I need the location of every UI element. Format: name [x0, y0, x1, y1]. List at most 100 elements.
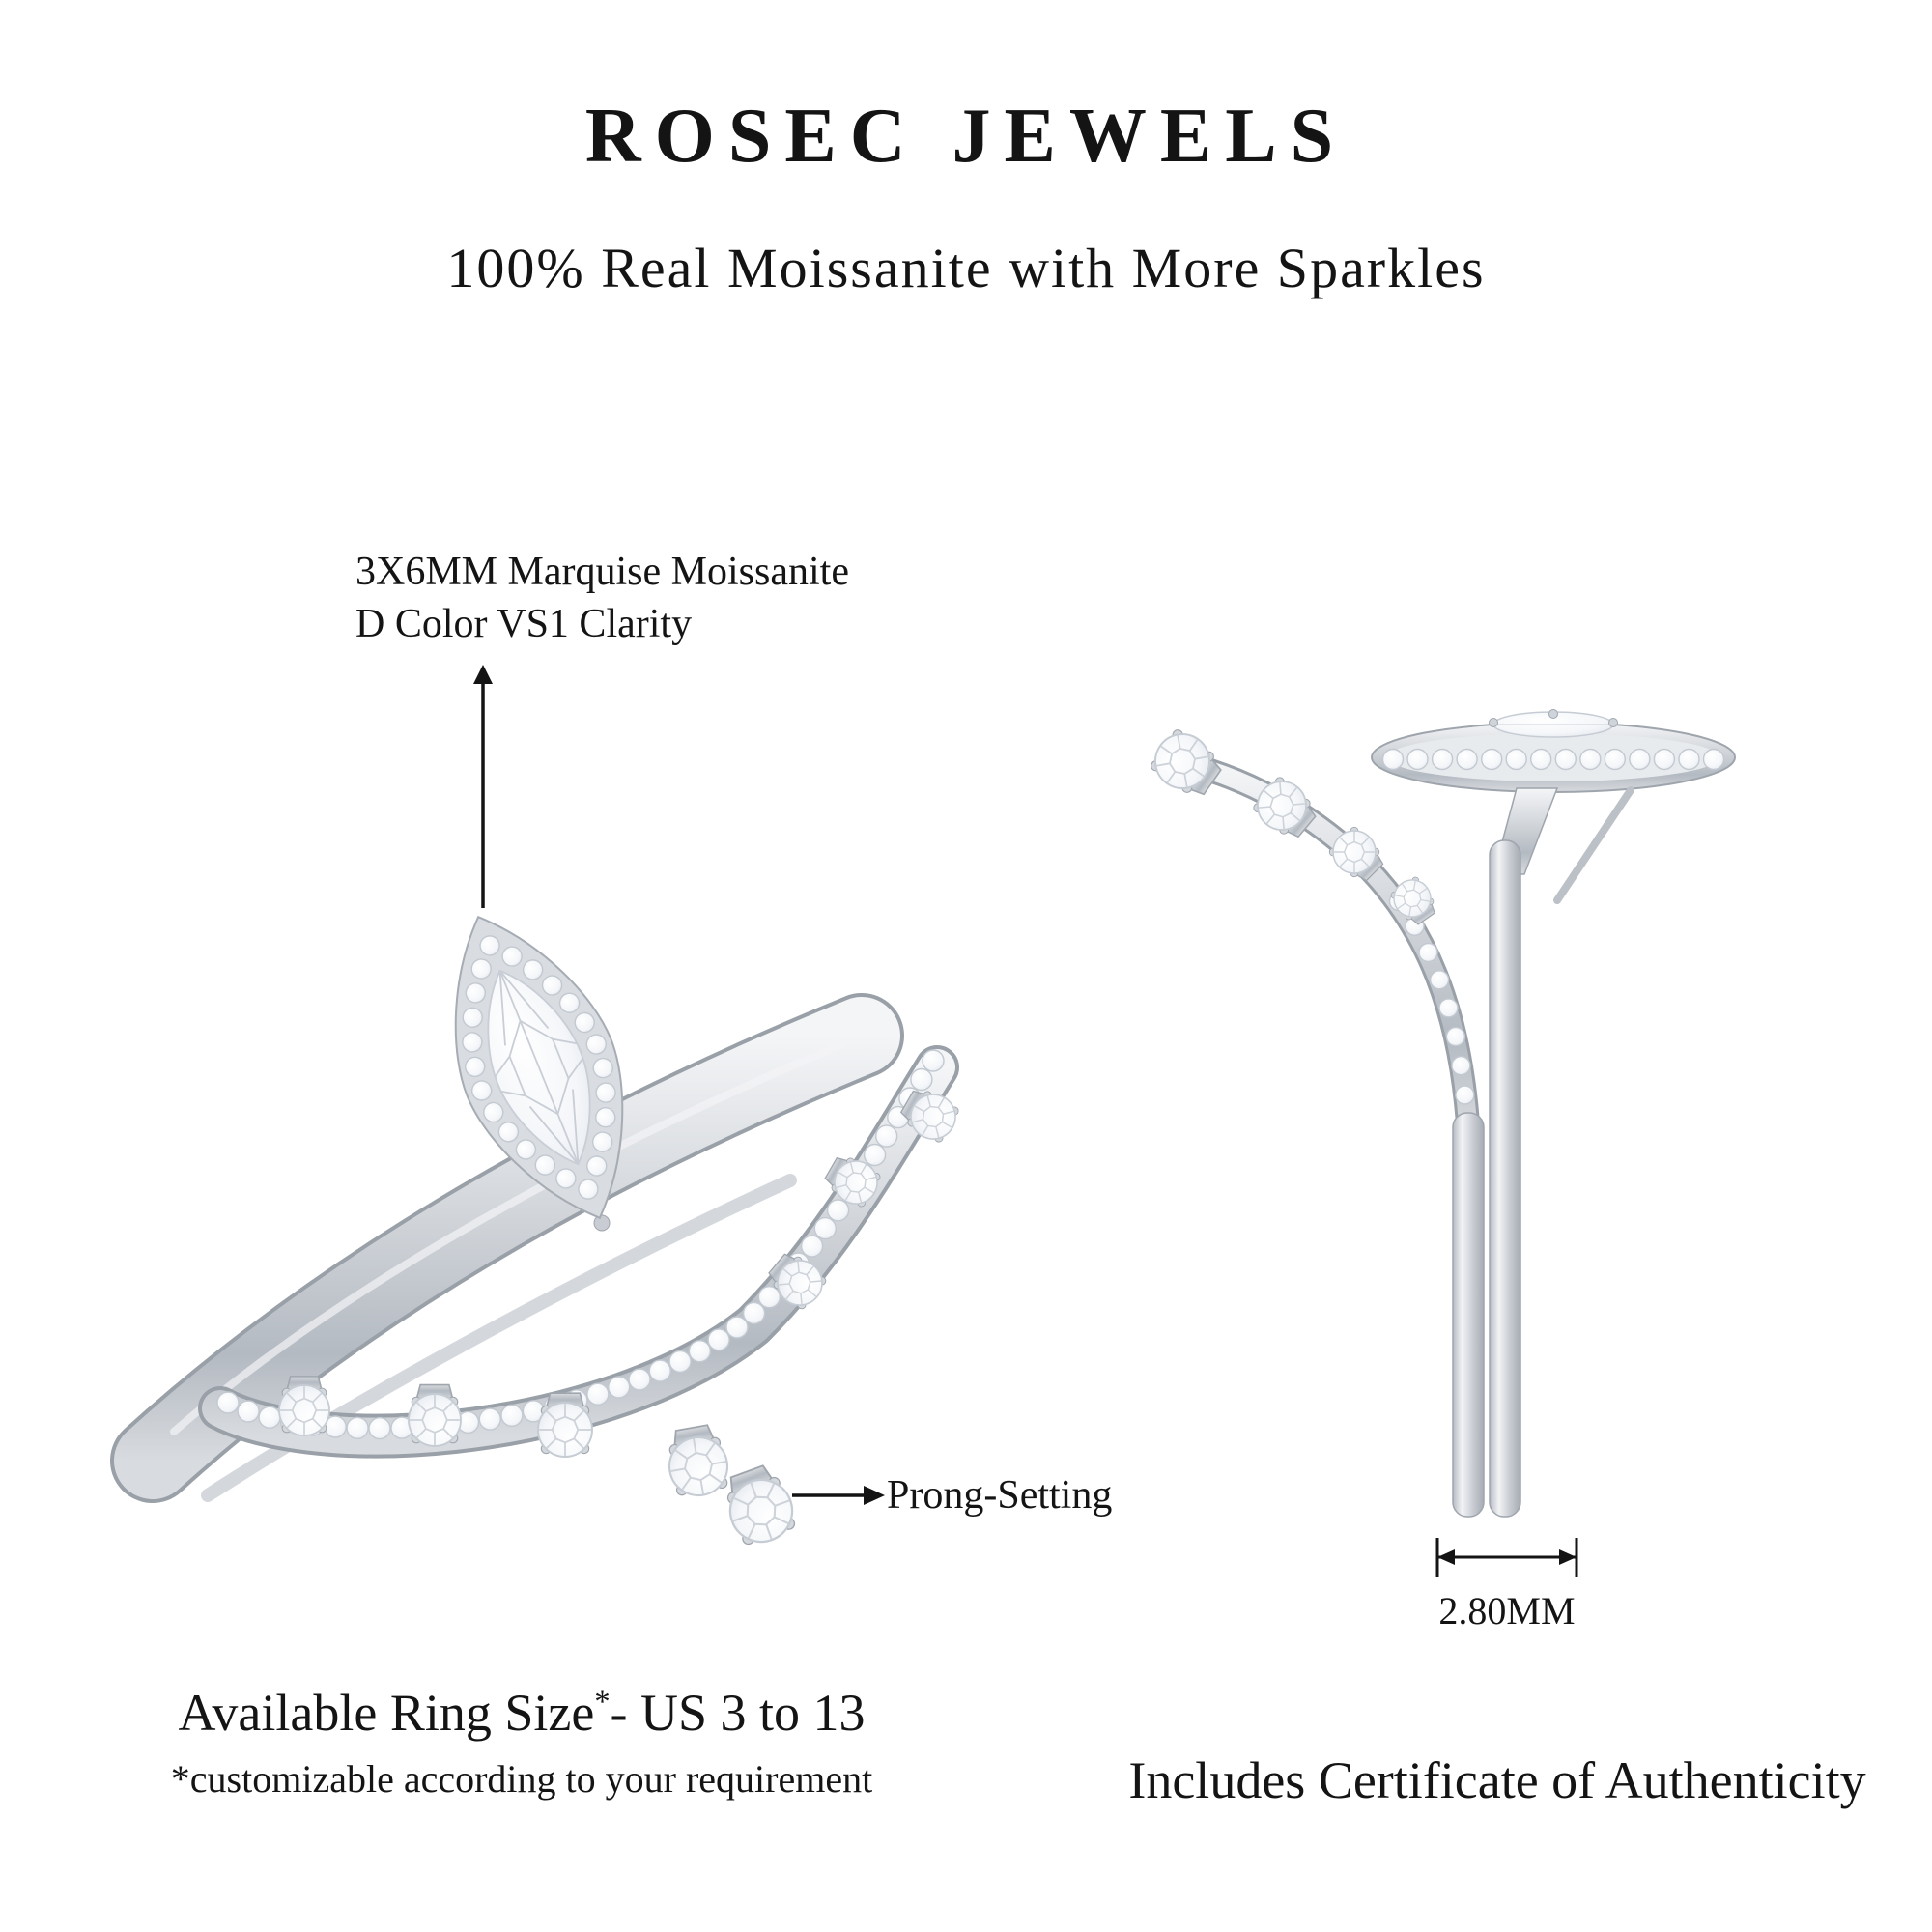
- stone-annotation-line1: 3X6MM Marquise Moissanite: [355, 550, 849, 594]
- pave-stone: [1438, 998, 1459, 1018]
- ring-size-range: - US 3 to 13: [610, 1684, 866, 1742]
- pave-stone: [483, 1101, 504, 1123]
- stone-annotation: 3X6MM Marquise Moissanite D Color VS1 Cl…: [355, 547, 849, 651]
- pave-stone: [800, 1235, 824, 1258]
- pave-stone: [1629, 748, 1651, 771]
- pave-stone: [462, 1032, 483, 1053]
- pave-stone: [515, 1139, 537, 1160]
- ring-size-text: Available Ring Size*- US 3 to 13: [58, 1683, 985, 1743]
- pave-stone: [465, 982, 487, 1004]
- pave-stone: [462, 1007, 483, 1028]
- prong-setting-label: Prong-Setting: [887, 1473, 1113, 1518]
- ring-size-asterisk: *: [594, 1685, 611, 1719]
- pave-stone: [595, 1082, 616, 1103]
- pave-stone: [826, 1199, 850, 1222]
- pave-stone: [1381, 748, 1405, 771]
- pave-stone: [922, 1049, 945, 1072]
- pave-stone: [216, 1391, 240, 1414]
- pave-stone: [1604, 748, 1626, 771]
- pave-stone: [1579, 748, 1602, 771]
- pave-stone: [585, 1034, 608, 1055]
- pave-stones: [462, 935, 616, 1200]
- crown-band: [1144, 723, 1481, 1143]
- pave-stone: [648, 1359, 671, 1382]
- pave-stone: [1418, 942, 1438, 963]
- ring-front-view-illustration: [110, 915, 965, 1552]
- pave-stone: [668, 1350, 692, 1374]
- customizable-note: *customizable according to your requirem…: [170, 1757, 873, 1801]
- pave-stone: [1451, 1056, 1471, 1076]
- right-arrowhead-icon: [1559, 1549, 1577, 1565]
- pave-stone: [541, 975, 563, 996]
- ring-shank-back: [1489, 839, 1521, 1518]
- pave-stone: [688, 1340, 712, 1363]
- pave-stone: [757, 1286, 781, 1309]
- pave-stone: [592, 1057, 613, 1079]
- left-arrowhead-icon: [1437, 1549, 1455, 1565]
- ring-side-view-illustration: [1144, 709, 1736, 1518]
- pave-stone: [368, 1416, 391, 1440]
- pave-stone: [500, 1404, 524, 1427]
- pave-stones: [216, 1049, 945, 1440]
- pave-stone: [258, 1406, 281, 1429]
- ring-shank-front: [1452, 1112, 1485, 1518]
- pave-stone: [522, 959, 544, 980]
- pave-stone: [470, 1080, 493, 1101]
- pave-stone: [1431, 748, 1454, 771]
- pave-stone: [470, 958, 492, 980]
- marquise-halo: [454, 915, 624, 1220]
- pave-stone: [465, 1056, 486, 1078]
- pave-stone: [1456, 748, 1478, 771]
- up-arrow-icon: [473, 665, 493, 684]
- pave-stone: [1653, 748, 1676, 771]
- pave-stone: [1406, 748, 1429, 771]
- pave-stone: [595, 1107, 616, 1128]
- pave-stone: [608, 1376, 631, 1399]
- pave-stone: [558, 992, 581, 1013]
- pave-stone: [555, 1168, 577, 1189]
- pave-stone: [346, 1416, 369, 1439]
- pave-stone: [586, 1155, 608, 1177]
- pave-stone: [875, 1124, 898, 1148]
- pave-stone: [497, 1122, 520, 1143]
- certificate-text: Includes Certificate of Authenticity: [1128, 1751, 1866, 1809]
- pave-stone: [1505, 748, 1527, 771]
- pave-stone: [628, 1368, 651, 1391]
- band-width-label: 2.80MM: [1438, 1589, 1576, 1633]
- pave-stone: [1678, 748, 1700, 771]
- pave-stone: [725, 1316, 749, 1339]
- halo-top-edge: [1371, 709, 1736, 793]
- marquise-center-stone: [487, 969, 591, 1166]
- pave-stone: [1429, 970, 1450, 990]
- pave-stone: [478, 1407, 501, 1431]
- pave-stone: [707, 1328, 730, 1351]
- right-arrow-icon: [864, 1486, 885, 1505]
- pave-stone: [574, 1011, 595, 1034]
- tagline: 100% Real Moissanite with More Sparkles: [446, 237, 1486, 299]
- pave-stone: [1481, 748, 1503, 771]
- pave-stone: [1554, 748, 1577, 771]
- ring-size-label: Available Ring Size: [178, 1684, 595, 1742]
- pave-stone: [813, 1216, 837, 1240]
- pave-stone: [501, 946, 523, 967]
- pave-stone: [479, 935, 500, 956]
- stone-annotation-arrow: [473, 665, 493, 908]
- stone-annotation-line2: D Color VS1 Clarity: [355, 601, 693, 646]
- pave-stone: [1702, 748, 1725, 771]
- pave-stone: [1530, 748, 1552, 771]
- brand-title: ROSEC JEWELS: [584, 94, 1348, 179]
- pave-stone: [578, 1179, 599, 1200]
- pave-stone: [591, 1131, 613, 1152]
- prong-annotation-arrow: [792, 1486, 885, 1505]
- inner-band-edge: [201, 1174, 797, 1502]
- pave-stone: [534, 1154, 556, 1176]
- pave-stone: [863, 1143, 887, 1167]
- band-width-dimension: [1435, 1538, 1578, 1577]
- pave-stone: [586, 1382, 610, 1406]
- pave-stone: [742, 1301, 766, 1325]
- pave-stones: [1381, 748, 1725, 771]
- pave-stone: [1445, 1026, 1466, 1047]
- pave-stone: [910, 1067, 933, 1092]
- pave-stone: [1455, 1085, 1475, 1105]
